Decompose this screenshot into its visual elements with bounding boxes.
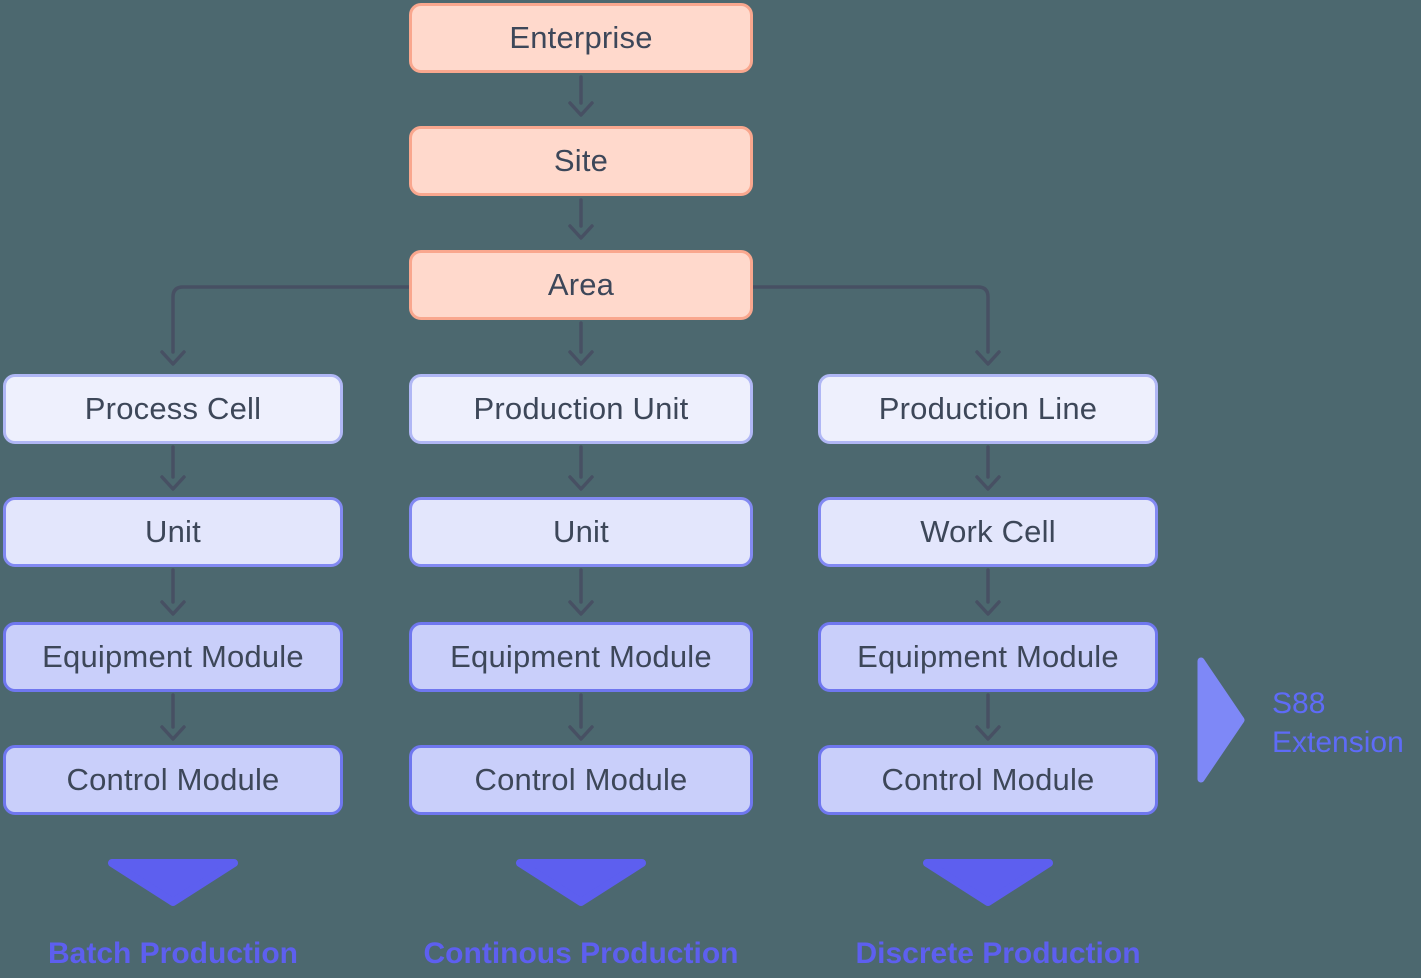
node-production-line: Production Line [818, 374, 1158, 444]
label-s88-extension: S88 Extension [1272, 684, 1404, 762]
arrow-site-to-area [568, 198, 594, 240]
arrow-production-unit-to-unit [568, 445, 594, 491]
arrow-work-cell-to-equipment-module [975, 568, 1001, 616]
node-process-cell: Process Cell [3, 374, 343, 444]
continuous-production-triangle-icon [516, 859, 646, 906]
discrete-production-triangle-icon [923, 859, 1053, 906]
node-equipment-module-discrete: Equipment Module [818, 622, 1158, 692]
arrow-equipment-to-control-module-mid [568, 693, 594, 741]
arrow-production-line-to-work-cell [975, 445, 1001, 491]
node-control-module-batch: Control Module [3, 745, 343, 815]
arrow-area-to-process-cell [160, 285, 411, 366]
node-site: Site [409, 126, 753, 196]
node-work-cell: Work Cell [818, 497, 1158, 567]
node-unit-batch: Unit [3, 497, 343, 567]
arrow-equipment-to-control-module-left [160, 693, 186, 741]
node-control-module-continuous: Control Module [409, 745, 753, 815]
label-discrete-production: Discrete Production [855, 937, 1141, 970]
arrow-process-cell-to-unit [160, 445, 186, 491]
s88-line1: S88 [1272, 687, 1326, 720]
arrow-area-to-production-unit [568, 321, 594, 366]
node-enterprise: Enterprise [409, 3, 753, 73]
node-equipment-module-batch: Equipment Module [3, 622, 343, 692]
node-control-module-discrete: Control Module [818, 745, 1158, 815]
arrow-unit-to-equipment-module-left [160, 568, 186, 616]
node-production-unit: Production Unit [409, 374, 753, 444]
batch-production-triangle-icon [108, 859, 238, 906]
arrow-unit-to-equipment-module-mid [568, 568, 594, 616]
arrow-area-to-production-line [751, 285, 1001, 366]
node-unit-continuous: Unit [409, 497, 753, 567]
arrow-enterprise-to-site [568, 75, 594, 117]
arrow-equipment-to-control-module-right [975, 693, 1001, 741]
label-continuous-production: Continous Production [423, 937, 739, 970]
node-equipment-module-continuous: Equipment Module [409, 622, 753, 692]
s88-line2: Extension [1272, 726, 1404, 759]
node-area: Area [409, 250, 753, 320]
label-batch-production: Batch Production [47, 937, 298, 970]
s88-extension-arrow-icon [1197, 657, 1245, 783]
